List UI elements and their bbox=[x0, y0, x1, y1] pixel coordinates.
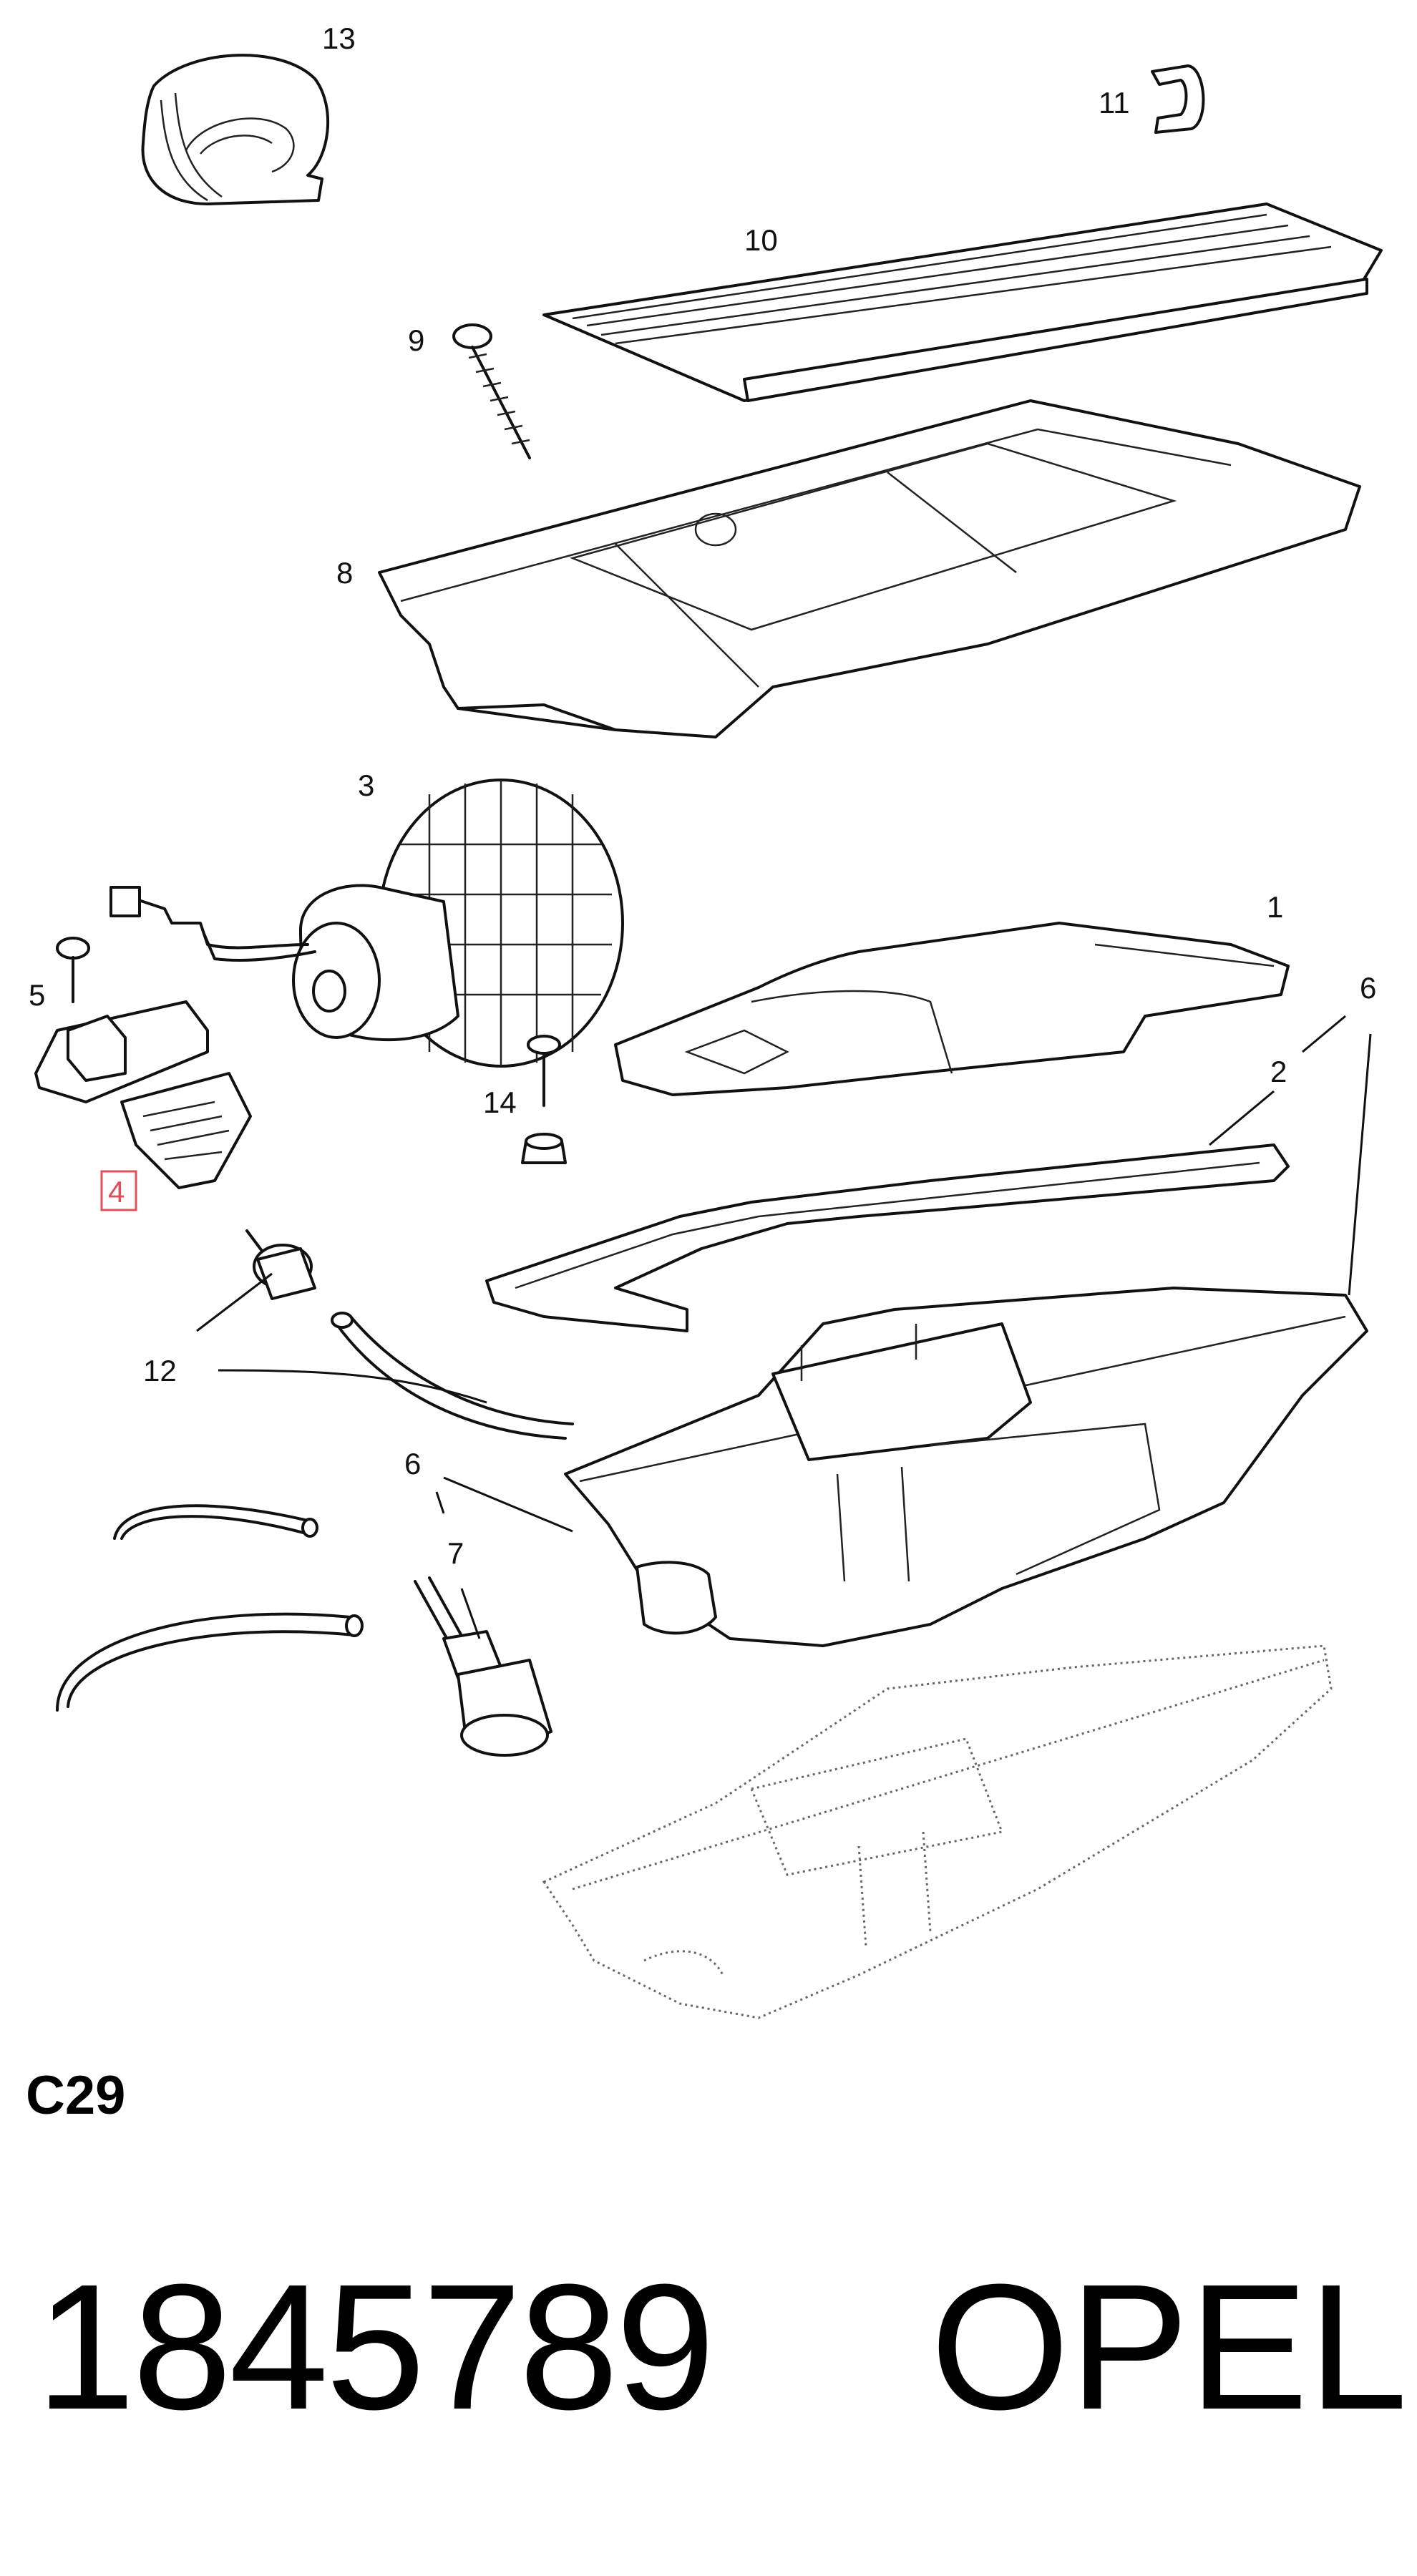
callout-14: 14 bbox=[483, 1085, 517, 1119]
part-4-series-resistor bbox=[34, 1000, 252, 1189]
brand-name: OPEL bbox=[930, 2247, 1408, 2446]
part-6-blower-housing bbox=[564, 1287, 1368, 1647]
part-7-sensor bbox=[414, 1576, 552, 1757]
callout-2: 2 bbox=[1270, 1055, 1287, 1088]
section-code: C29 bbox=[26, 2065, 126, 2126]
part-10-cabin-filter bbox=[542, 203, 1383, 402]
part-11-clip bbox=[1151, 64, 1205, 134]
callout-12: 12 bbox=[143, 1354, 177, 1387]
callout-1: 1 bbox=[1267, 890, 1283, 924]
callout-13: 13 bbox=[322, 21, 356, 55]
callout-6-bottom: 6 bbox=[404, 1447, 421, 1480]
callout-4-highlight-box bbox=[100, 1170, 137, 1211]
part-14-screw-grommet bbox=[521, 1035, 567, 1164]
callout-8: 8 bbox=[336, 556, 353, 590]
part-number: 1845789 bbox=[36, 2247, 715, 2446]
part-9-screw bbox=[452, 323, 531, 459]
callout-3: 3 bbox=[358, 769, 374, 802]
callout-9: 9 bbox=[408, 323, 424, 357]
part-8-filter-housing bbox=[378, 399, 1361, 738]
part-13-foam-tape bbox=[141, 54, 330, 205]
callout-11: 11 bbox=[1099, 86, 1130, 119]
callout-5: 5 bbox=[29, 978, 45, 1012]
part-3-blower-motor bbox=[109, 779, 624, 1068]
part-12-actuator bbox=[245, 1229, 574, 1440]
leader-lines bbox=[196, 1015, 1372, 1639]
part-2-seal-gasket bbox=[485, 1143, 1290, 1332]
part-5-screw bbox=[56, 937, 90, 1003]
ghost-reference-outline bbox=[542, 1644, 1333, 2019]
callout-10: 10 bbox=[744, 223, 778, 257]
part-1-air-guide bbox=[614, 922, 1290, 1096]
vacuum-hoses bbox=[56, 1504, 364, 1712]
callout-4: 4 bbox=[108, 1175, 125, 1209]
callout-6-top: 6 bbox=[1360, 971, 1376, 1005]
callout-7: 7 bbox=[447, 1536, 464, 1570]
